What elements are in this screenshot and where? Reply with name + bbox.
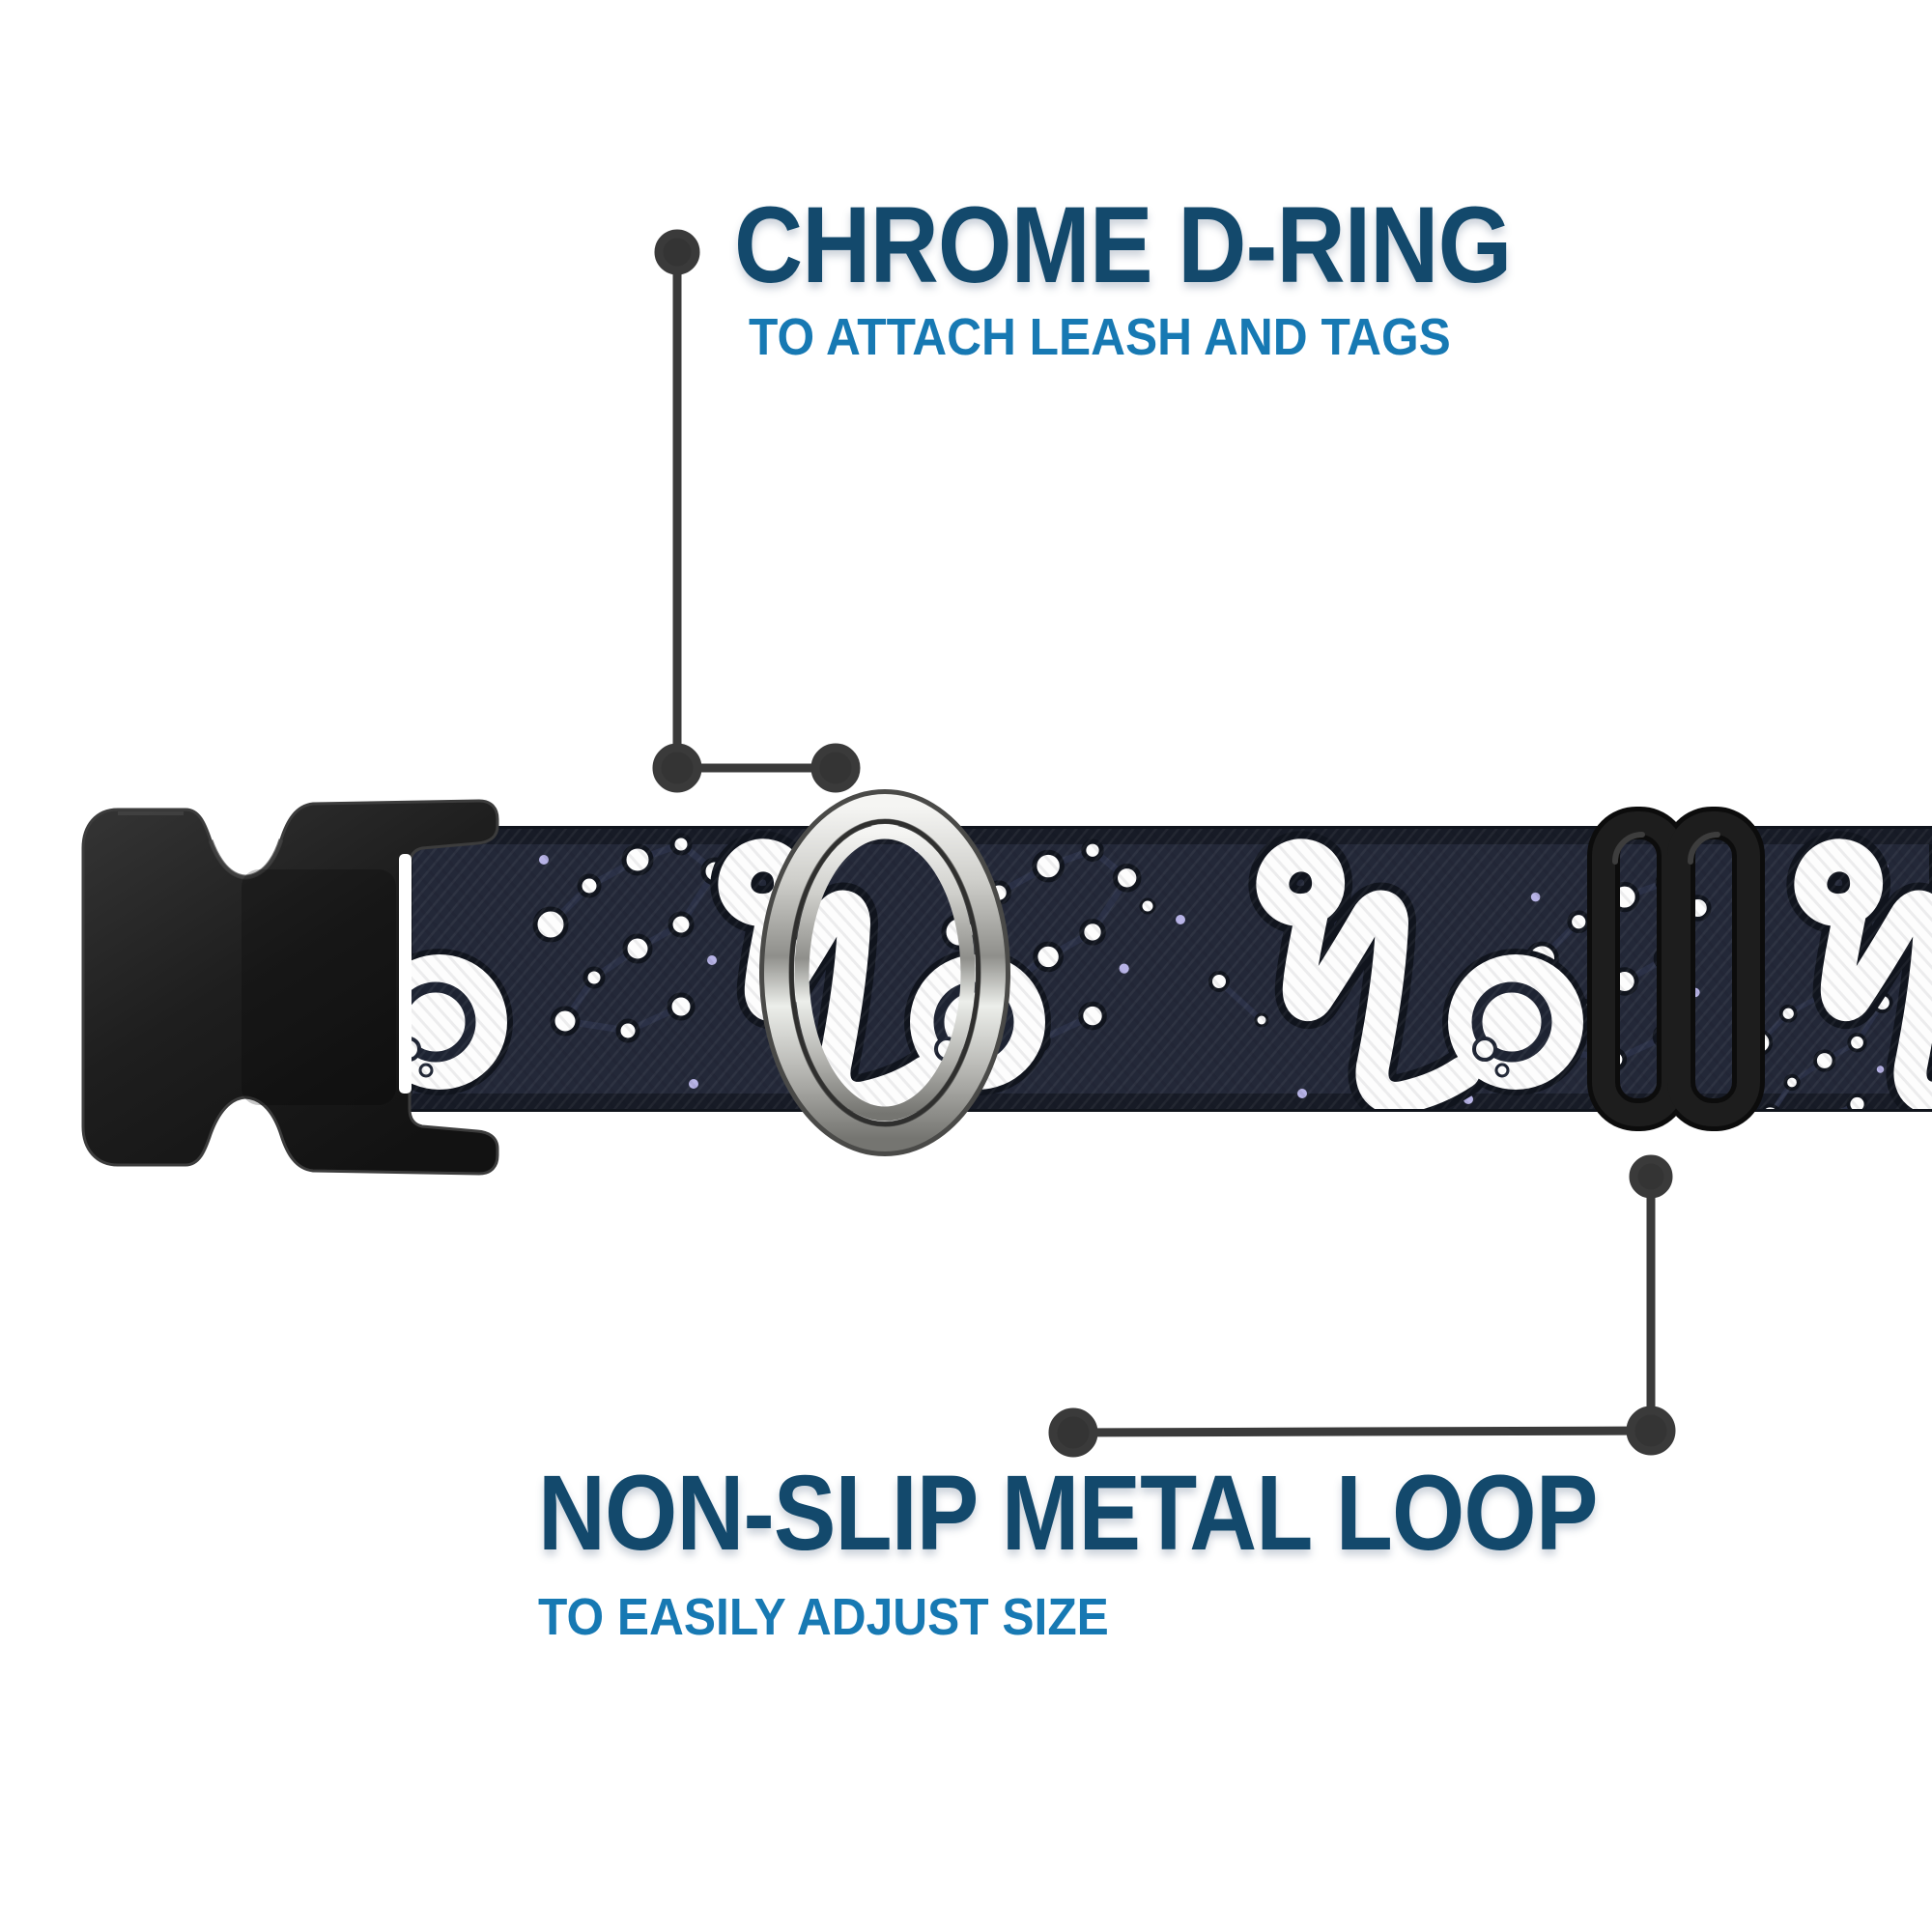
callout-dot: [810, 743, 861, 793]
callout-line-d-ring: [652, 229, 861, 793]
callout-dot: [1629, 1154, 1673, 1199]
chrome-d-ring: [759, 789, 1010, 1156]
callout-line-metal-loop: [1048, 1154, 1676, 1458]
buckle-slot-slit: [399, 854, 412, 1094]
side-release-buckle: [81, 799, 499, 1176]
callout-dot: [652, 743, 702, 793]
callout-dot: [1048, 1407, 1098, 1458]
callout-dot: [1626, 1406, 1676, 1456]
metal-loop-subtitle: TO EASILY ADJUST SIZE: [538, 1588, 1109, 1646]
metal-slider-loop: [1587, 807, 1765, 1131]
d-ring-title: CHROME D-RING: [734, 185, 1512, 305]
d-ring-subtitle: TO ATTACH LEASH AND TAGS: [749, 308, 1451, 366]
callout-dot: [654, 229, 700, 275]
metal-loop-title: NON-SLIP METAL LOOP: [538, 1454, 1598, 1573]
